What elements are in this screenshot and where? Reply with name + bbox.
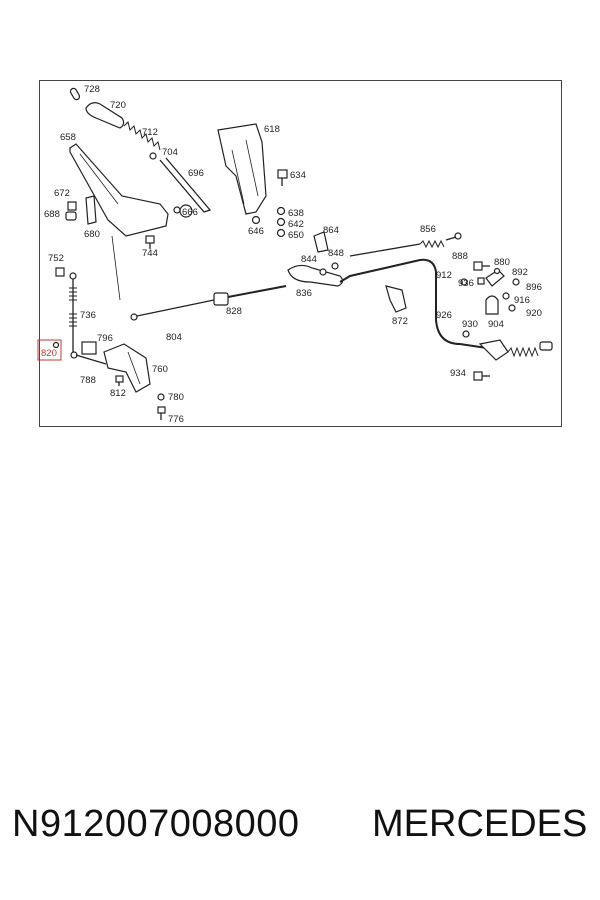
brand-name: MERCEDES bbox=[372, 803, 588, 845]
label-650: 650 bbox=[288, 230, 304, 241]
label-634: 634 bbox=[290, 170, 306, 181]
part-892 bbox=[493, 267, 501, 275]
label-904: 904 bbox=[488, 319, 504, 330]
label-934: 934 bbox=[450, 368, 466, 379]
lever-bracket bbox=[111, 235, 121, 301]
part-646 bbox=[251, 215, 261, 225]
label-788: 788 bbox=[80, 375, 96, 386]
label-638: 638 bbox=[288, 208, 304, 219]
label-776: 776 bbox=[168, 414, 184, 425]
part-848 bbox=[331, 262, 339, 270]
part-634 bbox=[277, 169, 288, 186]
part-744 bbox=[145, 235, 155, 249]
part-688 bbox=[65, 211, 77, 221]
part-720 bbox=[85, 102, 125, 129]
label-820: 820 bbox=[41, 348, 57, 359]
part-904 bbox=[485, 295, 499, 315]
label-646: 646 bbox=[248, 226, 264, 237]
part-916 bbox=[502, 292, 510, 300]
part-820 bbox=[37, 339, 62, 361]
label-836: 836 bbox=[296, 288, 312, 299]
part-666 bbox=[173, 204, 193, 218]
label-864: 864 bbox=[323, 225, 339, 236]
part-934 bbox=[473, 371, 490, 381]
part-696 bbox=[159, 157, 212, 213]
part-880 bbox=[485, 269, 505, 287]
label-920: 920 bbox=[526, 308, 542, 319]
part-936 bbox=[477, 277, 485, 285]
label-936: 936 bbox=[458, 278, 474, 289]
label-688: 688 bbox=[44, 209, 60, 220]
part-872 bbox=[385, 285, 407, 313]
diagram-frame bbox=[39, 80, 562, 427]
label-926: 926 bbox=[436, 310, 452, 321]
part-912 bbox=[460, 278, 468, 286]
product-footer: N912007008000 MERCEDES bbox=[0, 803, 600, 863]
part-864 bbox=[313, 231, 329, 253]
label-680: 680 bbox=[84, 229, 100, 240]
part-760 bbox=[103, 343, 151, 393]
label-642: 642 bbox=[288, 219, 304, 230]
label-752: 752 bbox=[48, 253, 64, 264]
part-712 bbox=[123, 121, 161, 151]
label-744: 744 bbox=[142, 248, 158, 259]
part-650 bbox=[276, 228, 286, 238]
label-812: 812 bbox=[110, 388, 126, 399]
label-888: 888 bbox=[452, 251, 468, 262]
label-760: 760 bbox=[152, 364, 168, 375]
label-848: 848 bbox=[328, 248, 344, 259]
rear-spring bbox=[478, 339, 553, 361]
label-872: 872 bbox=[392, 316, 408, 327]
label-618: 618 bbox=[264, 124, 280, 135]
part-888 bbox=[473, 261, 490, 271]
part-804 bbox=[130, 299, 215, 321]
label-892: 892 bbox=[512, 267, 528, 278]
label-696: 696 bbox=[188, 168, 204, 179]
label-704: 704 bbox=[162, 147, 178, 158]
part-672 bbox=[67, 201, 77, 211]
label-930: 930 bbox=[462, 319, 478, 330]
label-666: 666 bbox=[182, 207, 198, 218]
label-658: 658 bbox=[60, 132, 76, 143]
part-780 bbox=[157, 393, 165, 401]
part-926 bbox=[339, 258, 501, 351]
part-856 bbox=[349, 232, 462, 257]
part-number: N912007008000 bbox=[12, 803, 300, 845]
part-752 bbox=[55, 267, 65, 277]
label-856: 856 bbox=[420, 224, 436, 235]
part-828 bbox=[213, 285, 287, 306]
label-780: 780 bbox=[168, 392, 184, 403]
part-642 bbox=[276, 217, 286, 227]
part-736 bbox=[69, 272, 77, 356]
part-776 bbox=[157, 406, 166, 420]
label-896: 896 bbox=[526, 282, 542, 293]
label-804: 804 bbox=[166, 332, 182, 343]
part-704 bbox=[149, 152, 157, 160]
label-712: 712 bbox=[142, 127, 158, 138]
label-844: 844 bbox=[301, 254, 317, 265]
label-828: 828 bbox=[226, 306, 242, 317]
part-728 bbox=[69, 87, 81, 101]
part-812 bbox=[115, 375, 124, 386]
label-736: 736 bbox=[80, 310, 96, 321]
label-720: 720 bbox=[110, 100, 126, 111]
label-796: 796 bbox=[97, 333, 113, 344]
part-844 bbox=[319, 268, 327, 276]
part-796 bbox=[81, 341, 97, 355]
label-728: 728 bbox=[84, 84, 100, 95]
label-912: 912 bbox=[436, 270, 452, 281]
part-920 bbox=[508, 304, 516, 312]
part-896 bbox=[512, 278, 520, 286]
label-880: 880 bbox=[494, 257, 510, 268]
part-618 bbox=[217, 123, 267, 215]
part-638 bbox=[276, 206, 286, 216]
part-788 bbox=[70, 351, 107, 365]
label-672: 672 bbox=[54, 188, 70, 199]
part-680 bbox=[85, 195, 97, 225]
part-930 bbox=[462, 330, 470, 338]
part-658 bbox=[69, 143, 169, 237]
label-916: 916 bbox=[514, 295, 530, 306]
